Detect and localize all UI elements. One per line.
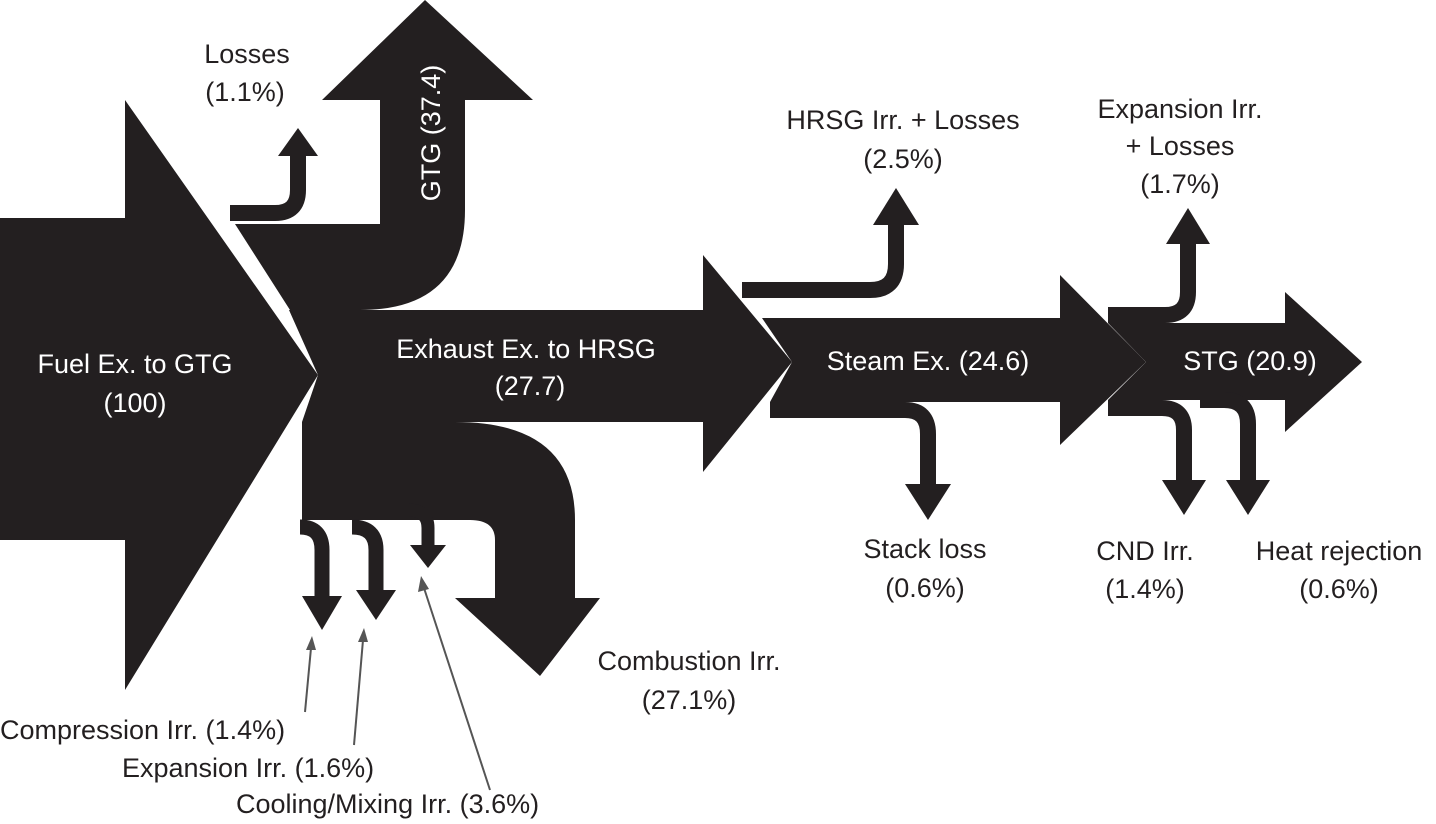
heat-rejection-flow-pipe: [1200, 392, 1256, 482]
cnd-value: (1.4%): [1105, 574, 1185, 604]
expansion-st-label-line1: Expansion Irr.: [1097, 94, 1262, 124]
fuel-flow-block: [0, 100, 318, 690]
cooling-label: Cooling/Mixing Irr. (3.6%): [236, 789, 539, 819]
gtg-label: GTG (37.4): [416, 65, 446, 202]
gtg-flow-arrow: [235, 0, 533, 310]
expansion-gt-label: Expansion Irr. (1.6%): [122, 753, 374, 783]
heat-rejection-label: Heat rejection: [1256, 536, 1423, 566]
fuel-value: (100): [103, 388, 166, 418]
cnd-flow-pipe: [1108, 400, 1192, 482]
heat-rejection-value: (0.6%): [1299, 574, 1379, 604]
compression-flow-arrowhead: [302, 596, 342, 630]
combustion-flow-arrow: [302, 422, 600, 676]
exhaust-label: Exhaust Ex. to HRSG: [396, 334, 656, 364]
expansion-gt-flow-arrowhead: [356, 590, 396, 620]
stack-flow-pipe: [770, 402, 936, 486]
steam-flow-band: [762, 275, 1146, 445]
expansion-st-flow-pipe: [1108, 240, 1196, 323]
hrsg-flow-pipe: [742, 222, 904, 298]
expansion-st-value: (1.7%): [1140, 169, 1220, 199]
steam-label: Steam Ex. (24.6): [827, 346, 1030, 376]
expansion-gt-flow-pipe: [351, 519, 384, 590]
losses-flow-pipe: [230, 152, 306, 221]
losses-flow-arrowhead: [278, 128, 318, 156]
heat-rejection-flow-arrowhead: [1226, 480, 1270, 515]
cooling-leader-arrowhead: [418, 576, 429, 592]
combustion-label: Combustion Irr.: [597, 646, 780, 676]
hrsg-flow-arrowhead: [873, 188, 919, 225]
compression-flow-pipe: [299, 519, 330, 596]
exhaust-flow-band: [289, 255, 792, 472]
compression-leader-line: [304, 647, 312, 713]
stack-label: Stack loss: [863, 534, 986, 564]
stg-label: STG (20.9): [1183, 346, 1317, 376]
exhaust-value: (27.7): [495, 371, 566, 401]
expansion-st-flow-arrowhead: [1166, 208, 1210, 244]
cooling-leader-line: [423, 587, 491, 791]
stack-flow-arrowhead: [905, 484, 951, 520]
losses-value: (1.1%): [205, 77, 285, 107]
compression-label: Compression Irr. (1.4%): [0, 715, 285, 745]
combustion-value: (27.1%): [642, 685, 737, 715]
cooling-flow-arrowhead: [410, 545, 446, 568]
stack-value: (0.6%): [885, 573, 965, 603]
expansion-st-label-line2: + Losses: [1126, 131, 1235, 161]
fuel-label: Fuel Ex. to GTG: [37, 349, 232, 379]
expansion-gt-leader-arrowhead: [358, 628, 368, 642]
hrsg-irr-label: HRSG Irr. + Losses: [786, 105, 1019, 135]
cnd-label: CND Irr.: [1096, 536, 1194, 566]
expansion-gt-leader-line: [353, 639, 364, 746]
hrsg-irr-value: (2.5%): [863, 144, 943, 174]
cnd-flow-arrowhead: [1162, 480, 1206, 515]
losses-label: Losses: [204, 39, 290, 69]
stg-flow-band: [1108, 292, 1362, 432]
cooling-flow-pipe: [407, 503, 435, 545]
compression-leader-arrowhead: [306, 636, 316, 650]
